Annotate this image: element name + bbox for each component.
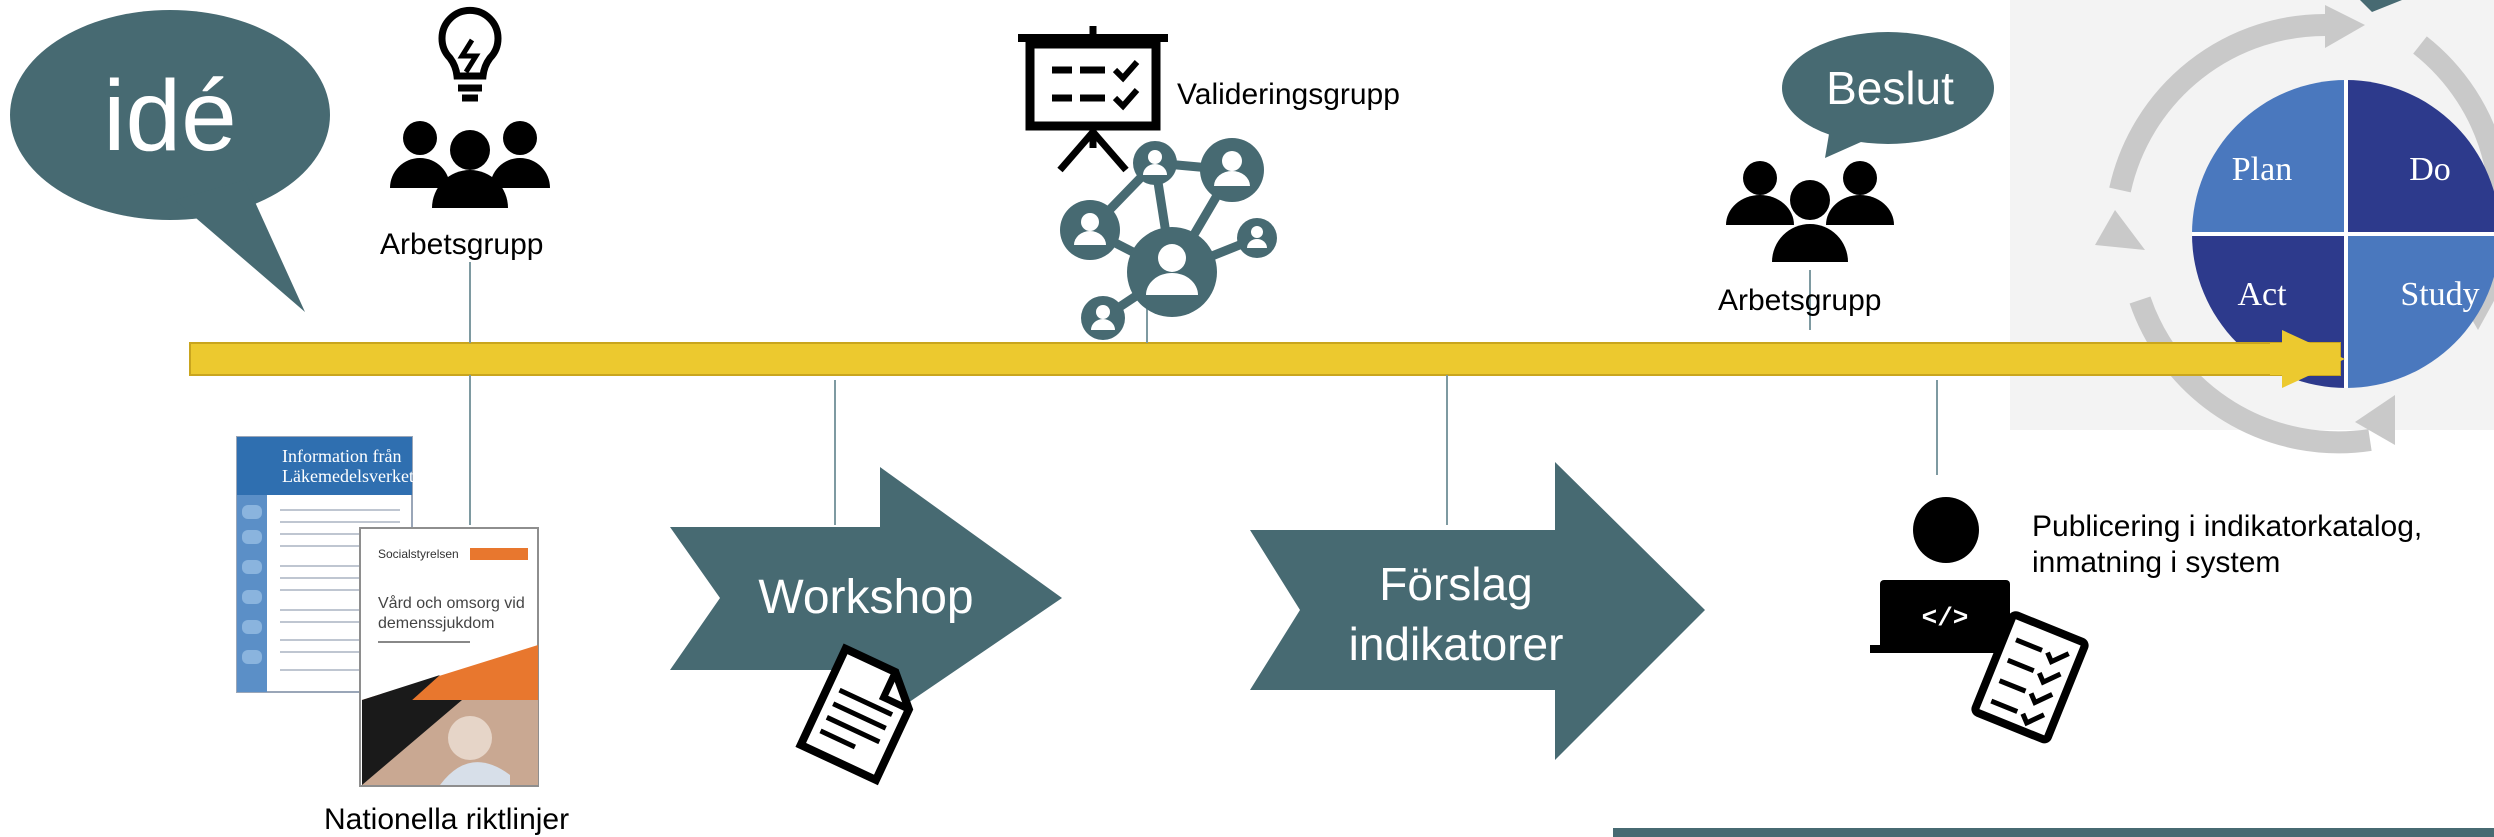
connector-lines — [469, 262, 1938, 525]
document-icon — [795, 643, 914, 786]
pdsa-study-label: Study — [2400, 276, 2479, 313]
proposal-label-line1: Förslag — [1379, 558, 1532, 610]
decision-text: Beslut — [1826, 62, 1954, 114]
bottom-right-box — [1613, 828, 2494, 837]
workshop-arrow: Workshop — [670, 467, 1062, 722]
checklist-icon — [1971, 611, 2089, 744]
publishing-label-line1: Publicering i indikatorkatalog, — [2032, 510, 2423, 543]
decision-speech-bubble: Beslut — [1782, 32, 1994, 158]
idea-text: idé — [103, 60, 236, 172]
pdsa-act-label: Act — [2237, 276, 2287, 313]
pdsa-wheel: Plan Do Act Study — [2192, 80, 2494, 388]
svg-text:</>: </> — [1922, 603, 1969, 633]
timeline-head — [2282, 330, 2345, 388]
network-people-icon — [1060, 138, 1277, 340]
pdsa-study-quadrant — [2346, 234, 2494, 388]
workgroup-label-2: Arbetsgrupp — [1718, 284, 1882, 317]
publishing-label-line2: inmatning i system — [2032, 546, 2281, 579]
pdsa-do-label: Do — [2409, 151, 2451, 188]
national-guidelines-label: Nationella riktlinjer — [324, 803, 570, 836]
pdsa-plan-label: Plan — [2232, 151, 2292, 188]
lakemedel-title-line2: Läkemedelsverket — [282, 466, 414, 486]
proposal-arrow: Förslag indikatorer — [1250, 462, 1705, 760]
pdsa-plan-quadrant — [2192, 80, 2346, 234]
team-people-icon-2 — [1726, 161, 1894, 262]
idea-speech-bubble: idé — [10, 10, 330, 312]
pdsa-do-quadrant — [2346, 80, 2494, 234]
workgroup-label-1: Arbetsgrupp — [380, 228, 544, 261]
workshop-label: Workshop — [758, 571, 973, 624]
lakemedel-title-line1: Information från — [282, 446, 401, 466]
sos-title-line2: demenssjukdom — [378, 615, 495, 632]
presentation-board-icon — [1018, 26, 1168, 173]
team-people-icon — [390, 121, 550, 208]
corner-shape-top — [2360, 0, 2402, 12]
validation-group-label: Valideringsgrupp — [1177, 78, 1400, 111]
developer-at-laptop-icon: </> — [1870, 497, 2020, 653]
sos-title-line1: Vård och omsorg vid — [378, 594, 525, 612]
lightbulb-icon — [438, 6, 502, 102]
proposal-label-line2: indikatorer — [1349, 618, 1564, 670]
sos-publisher: Socialstyrelsen — [378, 547, 459, 561]
socialstyrelsen-document: Socialstyrelsen Vård och omsorg vid deme… — [359, 527, 539, 787]
